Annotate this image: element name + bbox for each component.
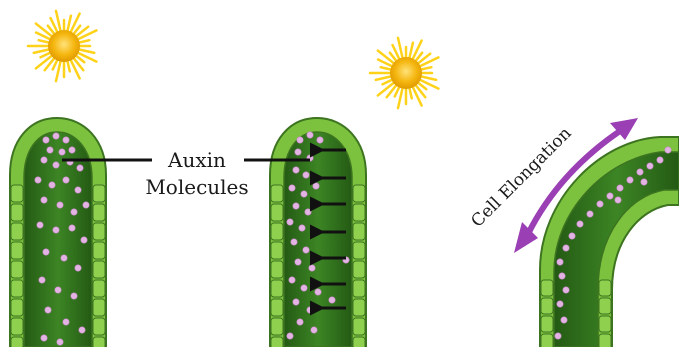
auxin-label-line2: Molecules <box>145 175 248 199</box>
shoot-bending <box>540 137 679 347</box>
sun-icon <box>370 38 438 108</box>
shoot-one-sided-light <box>270 118 366 347</box>
shoot-uniform-light <box>10 118 106 347</box>
auxin-label-line1: Auxin <box>167 148 226 172</box>
sun-icon <box>28 11 96 81</box>
